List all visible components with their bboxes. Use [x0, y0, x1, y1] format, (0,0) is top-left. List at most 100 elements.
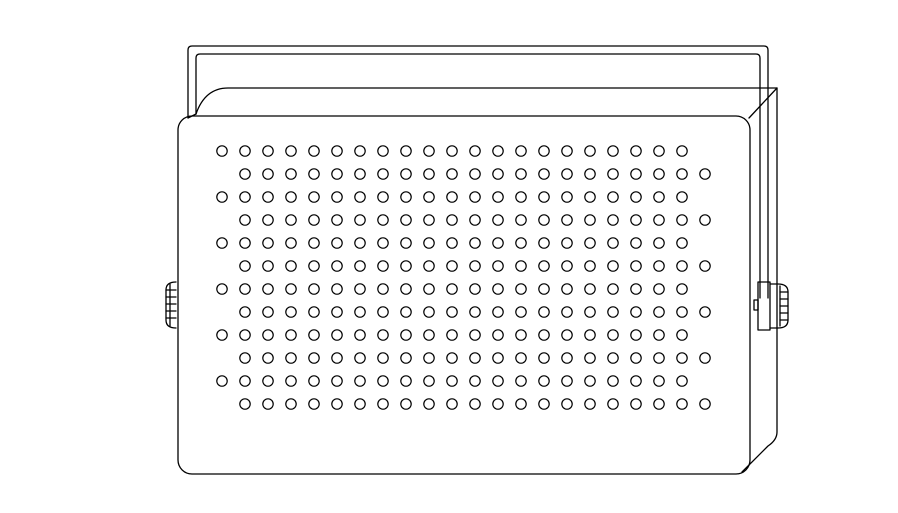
- grille-hole: [607, 398, 619, 410]
- grille-hole: [492, 352, 504, 364]
- grille-hole: [400, 191, 412, 203]
- grille-hole: [630, 237, 642, 249]
- grille-hole: [630, 214, 642, 226]
- grille-hole: [216, 237, 228, 249]
- grille-hole: [423, 283, 435, 295]
- grille-hole: [492, 283, 504, 295]
- grille-hole: [515, 329, 527, 341]
- grille-hole: [676, 237, 688, 249]
- grille-hole: [400, 260, 412, 272]
- grille-hole: [239, 375, 251, 387]
- grille-hole: [676, 398, 688, 410]
- grille-hole: [354, 306, 366, 318]
- grille-hole: [607, 237, 619, 249]
- grille-hole: [561, 283, 573, 295]
- grille-hole: [469, 329, 481, 341]
- grille-hole: [400, 375, 412, 387]
- grille-hole: [446, 283, 458, 295]
- grille-hole: [262, 352, 274, 364]
- grille-hole: [377, 375, 389, 387]
- grille-hole: [492, 214, 504, 226]
- grille-hole: [653, 168, 665, 180]
- grille-hole: [561, 168, 573, 180]
- grille-hole: [400, 398, 412, 410]
- grille-hole: [308, 260, 320, 272]
- grille-hole: [331, 237, 343, 249]
- grille-hole: [285, 214, 297, 226]
- grille-hole: [630, 145, 642, 157]
- grille-hole: [584, 329, 596, 341]
- grille-hole: [676, 260, 688, 272]
- grille-hole: [285, 306, 297, 318]
- grille-hole: [653, 283, 665, 295]
- grille-hole: [653, 329, 665, 341]
- grille-hole: [308, 352, 320, 364]
- grille-hole: [239, 191, 251, 203]
- grille-hole: [423, 306, 435, 318]
- grille-hole: [492, 375, 504, 387]
- grille-hole: [584, 260, 596, 272]
- grille-hole: [538, 329, 550, 341]
- grille-hole: [515, 145, 527, 157]
- grille-hole: [584, 214, 596, 226]
- grille-hole: [239, 352, 251, 364]
- grille-hole: [630, 191, 642, 203]
- grille-hole: [469, 260, 481, 272]
- grille-hole: [446, 352, 458, 364]
- grille-hole: [492, 168, 504, 180]
- grille-hole: [446, 168, 458, 180]
- grille-hole: [423, 191, 435, 203]
- grille-hole: [676, 283, 688, 295]
- grille-hole: [584, 352, 596, 364]
- grille-hole: [653, 260, 665, 272]
- grille-hole: [446, 306, 458, 318]
- grille-hole: [676, 375, 688, 387]
- grille-hole: [699, 168, 711, 180]
- grille-hole: [538, 398, 550, 410]
- grille-hole: [400, 329, 412, 341]
- grille-hole: [423, 168, 435, 180]
- grille-hole: [377, 283, 389, 295]
- grille-hole: [262, 329, 274, 341]
- grille-hole: [561, 145, 573, 157]
- grille-hole: [308, 306, 320, 318]
- grille-hole: [308, 283, 320, 295]
- grille-hole: [285, 329, 297, 341]
- grille-hole: [446, 145, 458, 157]
- grille-hole: [216, 145, 228, 157]
- left-knob-icon: [165, 281, 177, 329]
- grille-hole: [239, 260, 251, 272]
- grille-hole: [377, 168, 389, 180]
- grille-hole: [561, 329, 573, 341]
- grille-hole: [239, 398, 251, 410]
- grille-hole: [262, 237, 274, 249]
- grille-hole: [538, 237, 550, 249]
- grille-hole: [331, 191, 343, 203]
- grille-hole: [515, 283, 527, 295]
- grille-hole: [469, 352, 481, 364]
- grille-hole: [446, 237, 458, 249]
- grille-hole: [653, 237, 665, 249]
- grille-hole: [446, 398, 458, 410]
- grille-hole: [492, 237, 504, 249]
- grille-hole: [538, 306, 550, 318]
- grille-hole: [492, 306, 504, 318]
- grille-hole: [239, 283, 251, 295]
- grille-hole: [216, 375, 228, 387]
- front-panel: [177, 115, 751, 475]
- grille-hole: [653, 398, 665, 410]
- grille-hole: [538, 375, 550, 387]
- grille-hole: [515, 352, 527, 364]
- grille-hole: [308, 375, 320, 387]
- grille-hole: [446, 375, 458, 387]
- grille-hole: [561, 375, 573, 387]
- grille-hole: [515, 237, 527, 249]
- grille-hole: [492, 145, 504, 157]
- grille-hole: [561, 352, 573, 364]
- grille-hole: [630, 260, 642, 272]
- grille-hole: [607, 352, 619, 364]
- grille-hole: [653, 191, 665, 203]
- grille-hole: [423, 375, 435, 387]
- grille-hole: [331, 375, 343, 387]
- grille-hole: [423, 352, 435, 364]
